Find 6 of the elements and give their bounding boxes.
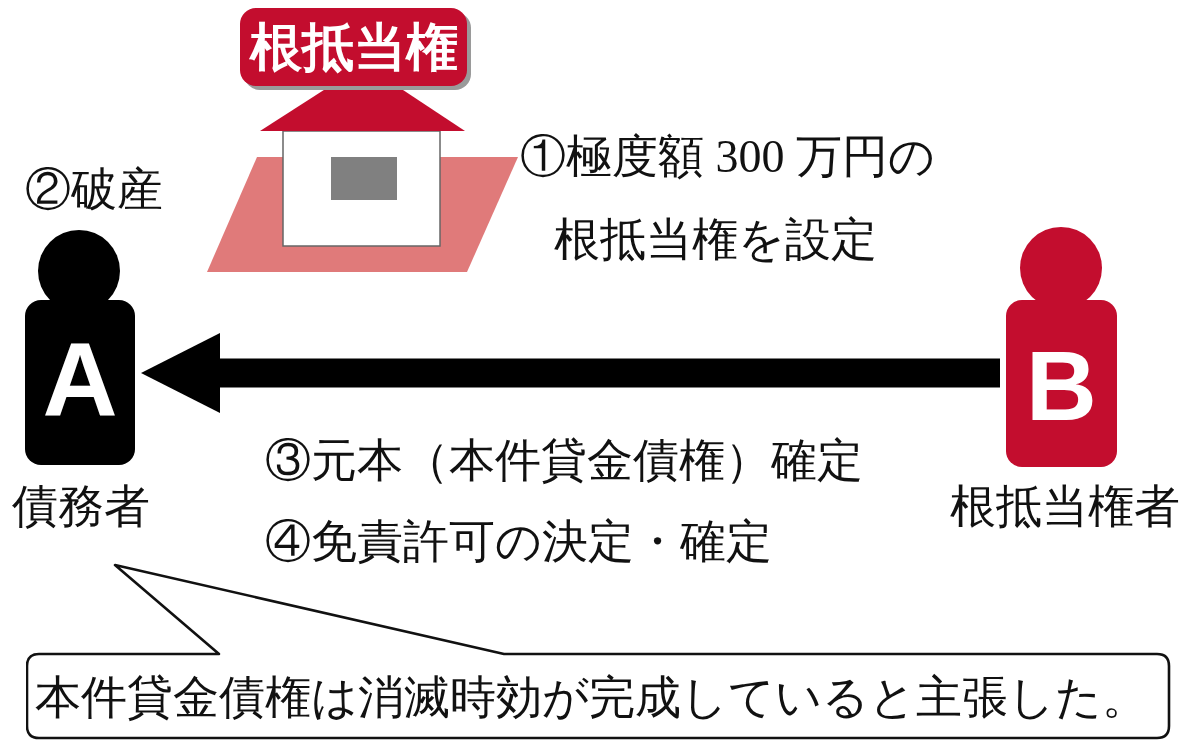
person-caption: 債務者 xyxy=(12,480,150,534)
step-note: ②破産 xyxy=(25,163,163,217)
step-note: ③元本（本件貸金債権）確定 xyxy=(265,434,863,488)
person-caption: 根抵当権者 xyxy=(950,480,1180,534)
arrow xyxy=(141,333,1000,413)
step-note: ①極度額 300 万円の根抵当権を設定 xyxy=(520,130,936,267)
